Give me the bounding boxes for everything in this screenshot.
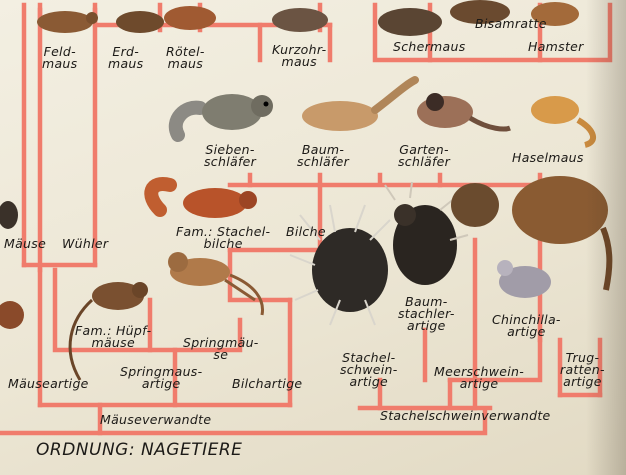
kurzohrmaus-illustration [272,8,328,32]
chart-title: ORDNUNG: NAGETIERE [36,440,242,460]
label-springmaeuse: Springmäu- se [183,337,259,361]
label-springmausartige: Springmaus- artige [120,366,202,390]
feldmaus-illustration [37,11,98,33]
label-schermaus: Schermaus [393,41,466,53]
gartenschlaefer-illustration [417,93,510,129]
label-feldmaus: Feld- maus [42,46,77,70]
label-maeuse: Mäuse [4,238,46,250]
springmaus-illustration [168,252,263,315]
label-maeuseartige: Mäuseartige [8,378,89,390]
erdmaus-illustration [116,11,164,33]
label-huepfmaeuse: Fam.: Hüpf- mäuse [75,325,151,349]
stachelbilch-illustration [151,184,257,218]
label-stachelschweinverwandte: Stachelschweinverwandte [380,410,551,422]
label-haselmaus: Haselmaus [512,152,584,164]
label-maeuseverwandte: Mäuseverwandte [100,414,211,426]
label-bisamratte: Bisamratte [475,18,547,30]
meerschwein-illustration [451,183,499,227]
baumschlaefer-illustration [302,80,415,131]
edge-animal-illustration [0,201,24,329]
chinchilla-illustration [497,260,551,298]
label-bilchartige: Bilchartige [232,378,302,390]
label-baumstachlerartige: Baum- stachler- artige [398,296,455,332]
label-stachelschweinartige: Stachel- schwein- artige [340,352,398,388]
label-meerschweinartige: Meerschwein- artige [434,366,524,390]
label-roetelmaus: Rötel- maus [166,46,205,70]
roetelmaus-illustration [164,6,216,30]
label-siebenschlaefer: Sieben- schläfer [204,144,256,168]
stachelschwein-illustration [290,205,390,325]
haselmaus-illustration [531,96,593,145]
label-gartenschlaefer: Garten- schläfer [398,144,450,168]
label-kurzohrmaus: Kurzohr- maus [272,44,326,68]
schermaus-illustration [378,8,442,36]
label-chinchillaartige: Chinchilla- artige [492,314,561,338]
label-wuehler: Wühler [62,238,108,250]
label-hamster: Hamster [528,41,584,53]
label-baumschlaefer: Baum- schläfer [297,144,349,168]
label-erdmaus: Erd- maus [108,46,143,70]
label-bilche: Bilche [286,226,326,238]
page-edge-shadow [586,0,626,475]
label-stachelbilche: Fam.: Stachel- bilche [176,226,270,250]
siebenschlaefer-illustration [176,94,273,135]
